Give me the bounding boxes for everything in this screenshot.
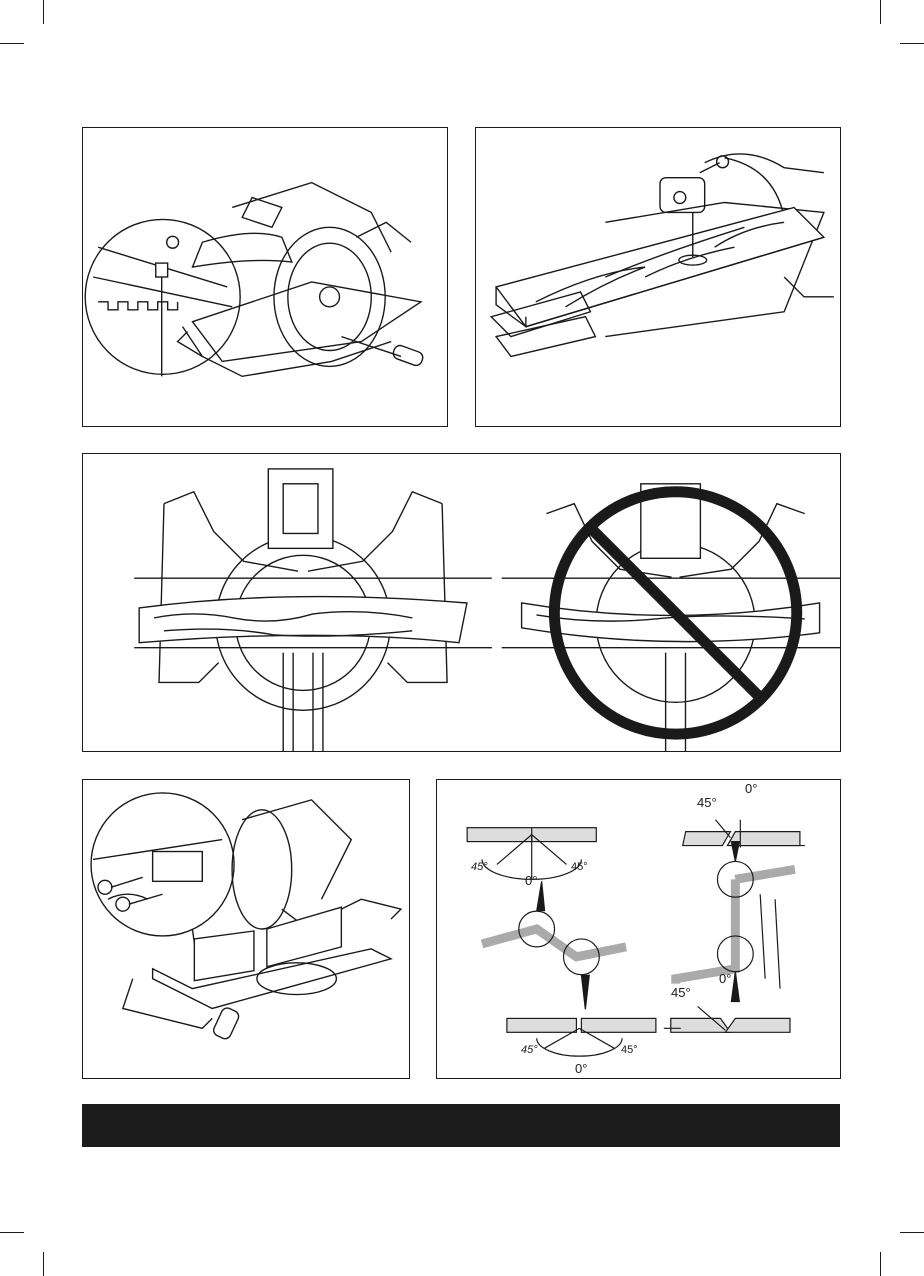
angle-label-top-right-45: 45° — [571, 862, 588, 873]
crop-mark — [0, 1232, 24, 1233]
figure-angles: 45° 45° 0° 45° 45° 0° 45° 0° 45° 0° — [436, 779, 841, 1079]
angle-label-bevel-bottom-zero: 0° — [719, 972, 731, 985]
figure-aux-fence — [82, 779, 410, 1079]
crop-mark — [880, 0, 881, 24]
angle-label-bottom-zero: 0° — [575, 1062, 587, 1075]
angle-label-bottom-left-45: 45° — [521, 1045, 538, 1056]
fence-screws-icon — [83, 780, 409, 1078]
crop-mark — [880, 1252, 881, 1276]
crop-mark — [900, 43, 924, 44]
crop-mark — [43, 0, 44, 24]
figure-clamp — [475, 127, 841, 427]
figure-slide-lock — [82, 127, 448, 427]
angle-label-top-zero: 0° — [525, 874, 537, 887]
crop-mark — [43, 1252, 44, 1276]
footer-text — [82, 1117, 94, 1133]
footer-bar — [82, 1104, 840, 1147]
angle-diagram-icon — [437, 780, 840, 1078]
prohibited-sign-icon — [83, 454, 840, 751]
angle-label-bevel-bottom-45: 45° — [671, 986, 691, 999]
angle-label-bottom-right-45: 45° — [621, 1045, 638, 1056]
angle-label-bevel-top-zero: 0° — [745, 782, 757, 795]
clamp-and-board-icon — [476, 128, 840, 426]
angle-label-top-left-45: 45° — [471, 862, 488, 873]
angle-label-bevel-top-45: 45° — [697, 796, 717, 809]
crop-mark — [0, 43, 24, 44]
figure-bowed-board — [82, 453, 841, 752]
crop-mark — [900, 1232, 924, 1233]
miter-saw-detail-icon — [83, 128, 447, 426]
